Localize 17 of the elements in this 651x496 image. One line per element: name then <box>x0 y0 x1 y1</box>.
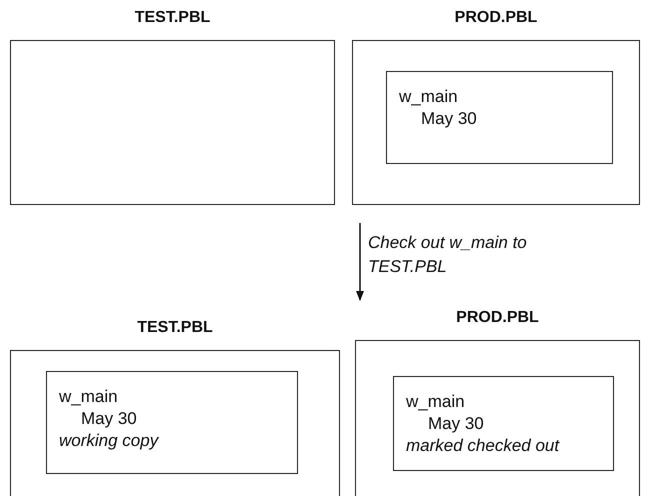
object-date: May 30 <box>420 108 478 130</box>
library-name: PROD.PBL <box>456 309 539 326</box>
library-name: PROD.PBL <box>454 9 538 26</box>
object-box <box>393 376 614 471</box>
object-name: w_main <box>399 86 459 108</box>
edge-label: Check out w_main to TEST.PBL <box>368 232 528 278</box>
arrow <box>356 223 364 301</box>
object-date: May 30 <box>80 408 138 430</box>
library-name: TEST.PBL <box>134 9 210 26</box>
object-name: w_main <box>406 391 466 413</box>
object-status: marked checked out <box>406 435 561 457</box>
object-status: working copy <box>59 430 160 452</box>
object-box <box>46 371 298 474</box>
object-box <box>386 71 613 164</box>
library-name: TEST.PBL <box>137 319 213 336</box>
object-name: w_main <box>59 386 119 408</box>
object-date: May 30 <box>427 413 485 435</box>
